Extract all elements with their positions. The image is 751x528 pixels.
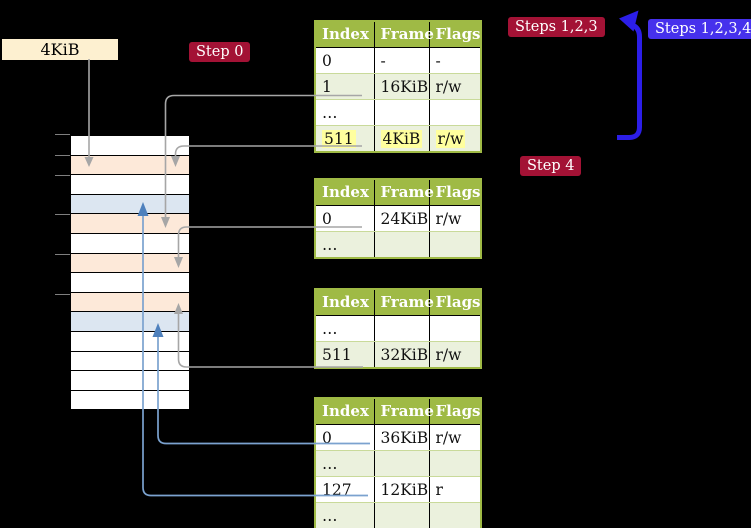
highlighted-value: r/w xyxy=(435,129,466,148)
badge-steps-1-2-3: Steps 1,2,3 xyxy=(508,17,605,37)
memory-frame-row-7 xyxy=(71,273,189,293)
table-cell: r/w xyxy=(429,125,481,152)
memory-frame-row-8 xyxy=(71,292,189,313)
memory-tick xyxy=(55,175,70,176)
table-cell: 0 xyxy=(315,424,375,451)
table-cell xyxy=(429,231,481,258)
physical-memory-column xyxy=(70,135,190,411)
memory-frame-row-10 xyxy=(71,331,189,352)
table-cell: - xyxy=(429,47,481,74)
memory-frame-row-2 xyxy=(71,175,189,195)
column-header-flags: Flags xyxy=(429,289,481,316)
memory-tick xyxy=(55,254,70,255)
table-cell xyxy=(374,315,430,342)
table-cell xyxy=(429,315,481,342)
table-cell: 0 xyxy=(315,47,375,74)
column-header-index: Index xyxy=(315,398,375,425)
table-cell: 12KiB xyxy=(374,476,430,503)
memory-frame-row-11 xyxy=(71,351,189,372)
highlighted-value: 511 xyxy=(322,129,356,148)
steps-loop-arrow xyxy=(617,10,642,140)
badge-step-4: Step 4 xyxy=(520,156,582,176)
column-header-index: Index xyxy=(315,21,375,48)
highlighted-value: 4KiB xyxy=(380,129,423,148)
table-cell xyxy=(374,99,430,126)
table-cell: 0 xyxy=(315,205,375,232)
column-header-index: Index xyxy=(315,179,375,206)
table-cell: 511 xyxy=(315,341,375,368)
column-header-flags: Flags xyxy=(429,398,481,425)
memory-tick xyxy=(55,134,70,135)
memory-frame-row-1 xyxy=(71,155,189,176)
table-cell xyxy=(374,231,430,258)
column-header-index: Index xyxy=(315,289,375,316)
table-cell: 32KiB xyxy=(374,341,430,368)
memory-frame-row-13 xyxy=(71,390,189,410)
memory-frame-row-3 xyxy=(71,194,189,215)
table-cell: r/w xyxy=(429,205,481,232)
table-cell xyxy=(374,450,430,477)
memory-tick xyxy=(55,294,70,295)
page-size-label: 4KiB xyxy=(2,39,118,60)
table-cell: … xyxy=(315,315,375,342)
table-cell: 511 xyxy=(315,125,375,152)
badge-step-0: Step 0 xyxy=(189,42,251,62)
column-header-flags: Flags xyxy=(429,179,481,206)
table-cell: 36KiB xyxy=(374,424,430,451)
table-row: … xyxy=(315,502,481,528)
table-cell: r/w xyxy=(429,424,481,451)
table-cell xyxy=(429,450,481,477)
table-cell: 16KiB xyxy=(374,73,430,100)
memory-frame-row-6 xyxy=(71,253,189,274)
table-cell xyxy=(429,99,481,126)
table-cell: r xyxy=(429,476,481,503)
memory-frame-row-0 xyxy=(71,136,189,156)
table-cell: … xyxy=(315,450,375,477)
memory-tick xyxy=(55,214,70,215)
table-cell: 4KiB xyxy=(374,125,430,152)
column-header-frame: Frame xyxy=(374,21,434,48)
table-cell xyxy=(374,502,430,528)
memory-frame-row-5 xyxy=(71,233,189,254)
table-cell: r/w xyxy=(429,73,481,100)
table-cell: 24KiB xyxy=(374,205,430,232)
table-cell: 1 xyxy=(315,73,375,100)
memory-tick xyxy=(55,155,70,156)
table-cell: … xyxy=(315,502,375,528)
table-cell: … xyxy=(315,99,375,126)
column-header-frame: Frame xyxy=(374,398,434,425)
memory-frame-row-9 xyxy=(71,312,189,332)
table-row: … xyxy=(315,231,481,258)
memory-frame-row-12 xyxy=(71,371,189,391)
table-cell xyxy=(429,502,481,528)
table-row: … xyxy=(315,450,481,477)
table-row: 511 4KiB r/w xyxy=(315,125,481,152)
arrow-up-left-icon xyxy=(619,10,639,32)
table-row: … xyxy=(315,315,481,342)
table-cell: … xyxy=(315,231,375,258)
column-header-flags: Flags xyxy=(429,21,481,48)
badge-steps-1-2-3-4: Steps 1,2,3,4 xyxy=(648,19,751,39)
memory-frame-row-4 xyxy=(71,214,189,234)
column-header-frame: Frame xyxy=(374,289,434,316)
table-cell: 127 xyxy=(315,476,375,503)
table-row: … xyxy=(315,99,481,126)
table-cell: - xyxy=(374,47,430,74)
table-row: 0-- xyxy=(315,47,481,74)
table-cell: r/w xyxy=(429,341,481,368)
column-header-frame: Frame xyxy=(374,179,434,206)
